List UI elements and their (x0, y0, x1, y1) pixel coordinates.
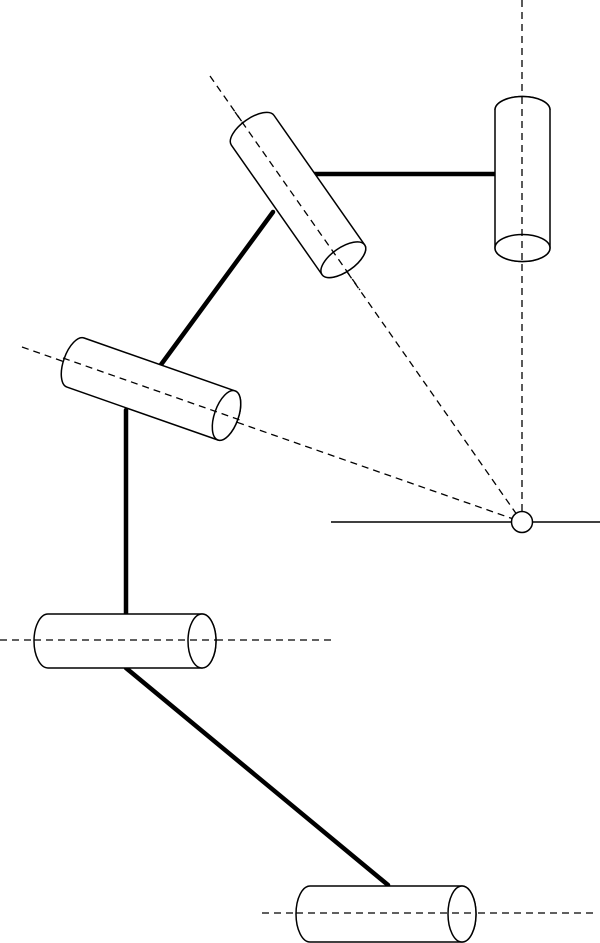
link-4 (123, 665, 391, 888)
joints (33, 95, 551, 943)
base-origin-point (510, 510, 534, 534)
joint-cylinder-5 (295, 885, 477, 943)
links (123, 171, 499, 888)
joint-cylinder-2 (229, 111, 367, 279)
joint-cylinder-3 (60, 336, 242, 442)
link-2 (157, 209, 276, 369)
joint-cylinder-4 (33, 613, 217, 669)
axis-overlays (34, 97, 523, 914)
